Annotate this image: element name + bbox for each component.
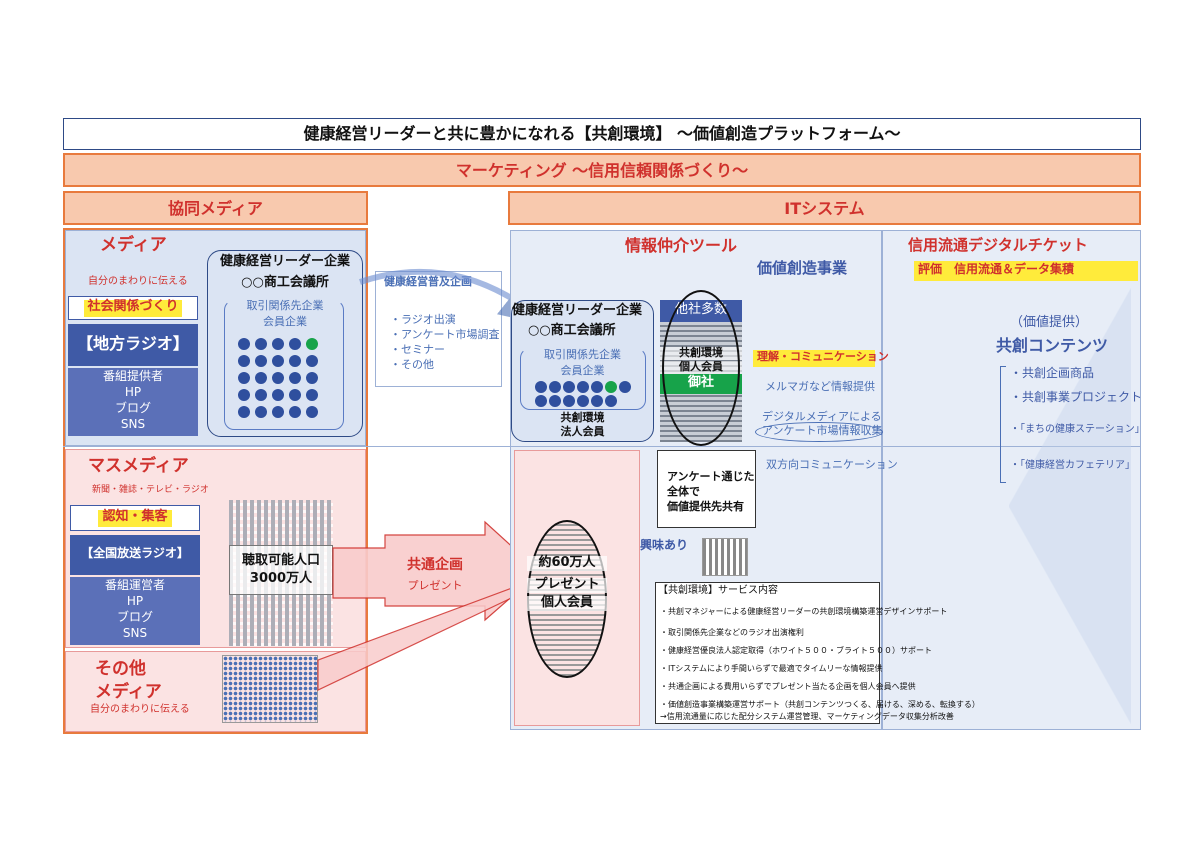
ticket-heading: 信用流通デジタルチケット bbox=[908, 237, 1088, 254]
common-plan-label: 共通企画 bbox=[385, 557, 485, 573]
member-dot bbox=[591, 395, 603, 407]
eval-label: 評価 信用流通＆データ集積 bbox=[918, 263, 1074, 277]
member-dot bbox=[549, 395, 561, 407]
corporate-member-label-2: 法人会員 bbox=[511, 426, 654, 439]
co-creation-contents: 共創コンテンツ bbox=[996, 337, 1108, 355]
services-heading: 【共創環境】サービス内容 bbox=[658, 585, 778, 597]
value-creation-label: 価値創造事業 bbox=[757, 260, 847, 277]
individual-member-label: 個人会員 bbox=[527, 596, 607, 611]
survey-collection-label: アンケート市場情報収集 bbox=[762, 425, 883, 438]
it-leader-label: 健康経営リーダー企業 bbox=[512, 304, 642, 319]
member-dot bbox=[577, 381, 589, 393]
small-crowd-icon bbox=[702, 538, 748, 576]
it-member-company-label: 会員企業 bbox=[511, 365, 654, 378]
value-offer-label: （価値提供） bbox=[1010, 316, 1088, 331]
member-dot bbox=[605, 381, 617, 393]
bidirectional-label: 双方向コミュニケーション bbox=[766, 459, 898, 472]
common-plan-sub: プレゼント bbox=[385, 580, 485, 593]
member-dot bbox=[619, 381, 631, 393]
survey-label: アンケート通じた bbox=[667, 471, 755, 484]
present-label: プレゼント bbox=[527, 578, 607, 593]
it-chamber-label: ○○商工会議所 bbox=[528, 324, 616, 339]
ticket-item: ・「健康経営カフェテリア」 bbox=[1010, 460, 1135, 472]
interest-label: 興味あり bbox=[640, 539, 688, 553]
member-dot bbox=[605, 395, 617, 407]
member-dot bbox=[535, 381, 547, 393]
ticket-item: ・共創企画商品 bbox=[1010, 367, 1094, 381]
member-dot bbox=[563, 381, 575, 393]
mail-label: メルマガなど情報提供 bbox=[765, 381, 875, 394]
ticket-bracket bbox=[1000, 366, 1006, 483]
member-dot bbox=[535, 395, 547, 407]
corporate-member-label: 共創環境 bbox=[511, 412, 654, 425]
survey-label-3: 価値提供先共有 bbox=[667, 501, 744, 514]
tower-oval bbox=[662, 290, 740, 446]
member-dot bbox=[577, 395, 589, 407]
member-dot bbox=[563, 395, 575, 407]
service-item: ・取引関係先企業などのラジオ出演権利 bbox=[660, 628, 804, 637]
ticket-item: ・共創事業プロジェクト bbox=[1010, 391, 1142, 405]
info-tool-heading: 情報仲介ツール bbox=[625, 237, 737, 255]
survey-box: アンケート通じた 全体で 価値提供先共有 bbox=[657, 450, 756, 528]
service-item: ・ITシステムにより手間いらずで最適でタイムリーな情報提供 bbox=[660, 664, 883, 673]
ticket-item: ・「まちの健康ステーション」 bbox=[1010, 424, 1145, 436]
it-trade-partner-label: 取引関係先企業 bbox=[511, 349, 654, 362]
comm-label: 理解・コミュニケーション bbox=[757, 351, 889, 364]
survey-label-2: 全体で bbox=[667, 486, 700, 499]
member-dot bbox=[549, 381, 561, 393]
present-count: 約60万人 bbox=[527, 556, 607, 571]
member-dot bbox=[591, 381, 603, 393]
service-item: ・共通企画による費用いらずでプレゼント当たる企画を個人会員へ提供 bbox=[660, 682, 916, 691]
